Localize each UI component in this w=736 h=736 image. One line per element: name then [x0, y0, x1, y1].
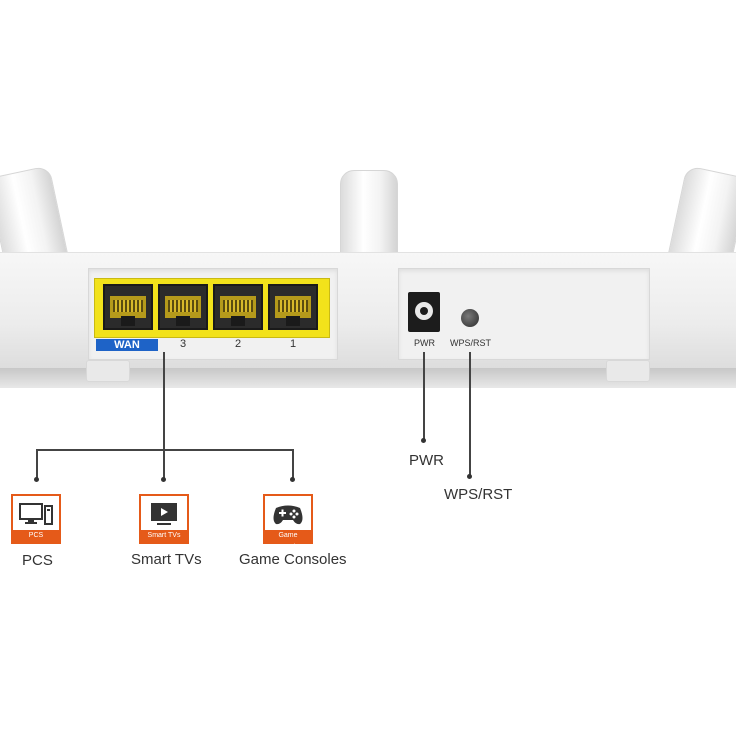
tv-icon [151, 503, 177, 525]
router-foot-left [86, 360, 130, 382]
lan-port-3[interactable] [158, 284, 208, 330]
consoles-connector-dot [290, 477, 295, 482]
pcs-device-card: PCS [11, 494, 61, 544]
consoles-connector [292, 449, 294, 479]
lan-port-2[interactable] [213, 284, 263, 330]
power-jack[interactable] [408, 292, 440, 332]
pc-icon [19, 503, 53, 525]
pcs-connector [36, 449, 38, 479]
lan-3-label: 3 [180, 338, 187, 350]
smart-tvs-tag: Smart TVs [141, 530, 187, 542]
lan-connector-vertical [163, 352, 165, 479]
smart-tvs-device-card: Smart TVs [139, 494, 189, 544]
pwr-connector-dot [421, 438, 426, 443]
gamepad-icon [273, 505, 303, 525]
wps-reset-button[interactable] [461, 309, 479, 327]
pcs-connector-dot [34, 477, 39, 482]
wps-connector-dot [467, 474, 472, 479]
router-foot-right [606, 360, 650, 382]
power-recess [398, 268, 650, 360]
lan-1-label: 1 [290, 338, 297, 350]
pwr-connector [423, 352, 425, 440]
game-consoles-device-card: Game Consoles [263, 494, 313, 551]
smart-tvs-label: Smart TVs [131, 551, 202, 568]
game-consoles-tag: Game Consoles [265, 530, 311, 551]
pcs-tag: PCS [13, 530, 59, 542]
wps-connector [469, 352, 471, 476]
router-base [0, 368, 736, 388]
wps-callout: WPS/RST [444, 486, 513, 503]
pwr-callout: PWR [409, 452, 444, 469]
wan-label: WAN [96, 339, 158, 351]
wps-button-label: WPS/RST [450, 338, 492, 348]
game-consoles-label: Game Consoles [239, 551, 347, 568]
lan-connector-horizontal [36, 449, 294, 451]
power-jack-label: PWR [414, 338, 435, 348]
lan-2-label: 2 [235, 338, 242, 350]
tvs-connector-dot [161, 477, 166, 482]
pcs-label: PCS [22, 552, 53, 569]
lan-port-1[interactable] [268, 284, 318, 330]
wan-port[interactable] [103, 284, 153, 330]
